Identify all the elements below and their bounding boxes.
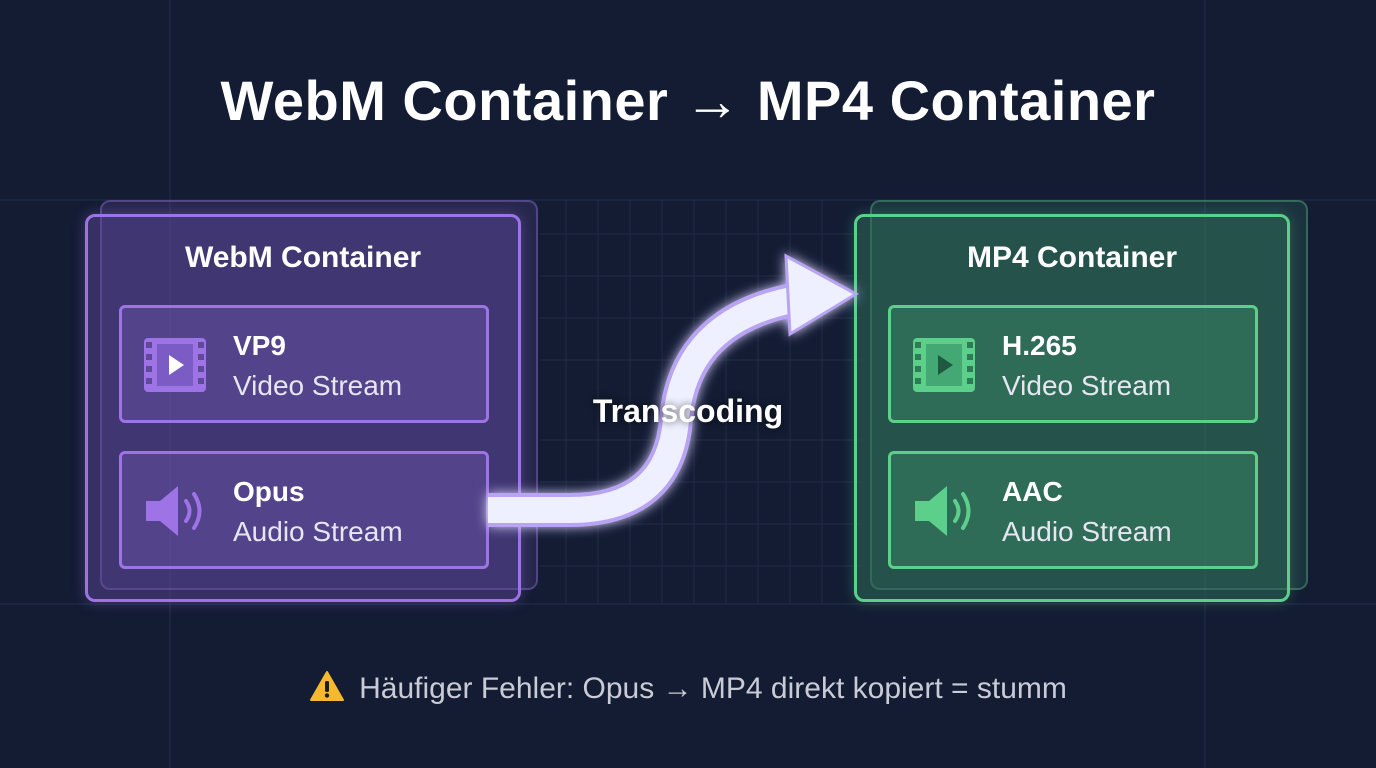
- mp4-audio-codec: AAC: [1002, 476, 1063, 507]
- mp4-audio-stream: AAC Audio Stream: [888, 451, 1258, 569]
- film-play-icon: [144, 338, 206, 392]
- speaker-icon: [146, 486, 202, 536]
- film-play-icon: [913, 338, 975, 392]
- transcoding-label: Transcoding: [592, 393, 784, 429]
- mp4-audio-type: Audio Stream: [1002, 516, 1172, 547]
- webm-container-title: WebM Container: [184, 241, 422, 274]
- mp4-container: MP4 Container H.265 Video Stream AAC Aud…: [854, 214, 1290, 602]
- mp4-container-title: MP4 Container: [966, 241, 1178, 274]
- webm-audio-stream: Opus Audio Stream: [119, 451, 489, 569]
- webm-video-codec: VP9: [233, 330, 286, 361]
- webm-video-type: Video Stream: [233, 370, 403, 401]
- page-title: WebM Container → MP4 Container: [220, 69, 1156, 132]
- mp4-video-codec: H.265: [1002, 330, 1077, 361]
- warning-note: Häufiger Fehler: Opus → MP4 direkt kopie…: [0, 670, 1376, 706]
- speaker-icon: [915, 486, 971, 536]
- warning-text: Häufiger Fehler: Opus → MP4 direkt kopie…: [359, 672, 1067, 705]
- warning-triangle-icon: [310, 671, 345, 701]
- webm-container: WebM Container VP9 Video Stream Opus Aud…: [85, 214, 521, 602]
- mp4-video-stream: H.265 Video Stream: [888, 305, 1258, 423]
- webm-audio-type: Audio Stream: [233, 516, 403, 547]
- webm-audio-codec: Opus: [233, 476, 305, 507]
- mp4-video-type: Video Stream: [1002, 370, 1172, 401]
- webm-video-stream: VP9 Video Stream: [119, 305, 489, 423]
